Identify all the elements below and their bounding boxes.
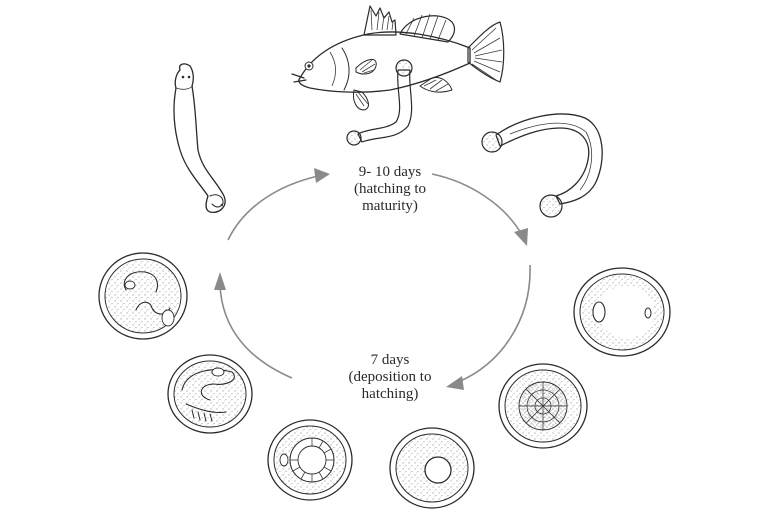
egg-segmented-embryo (267, 419, 353, 501)
egg-larva-developing (167, 354, 253, 434)
egg-larva-coiled (98, 252, 188, 340)
arrow-host-to-eggs (431, 173, 528, 246)
arrow-embryo-to-larva (214, 272, 293, 379)
label-top-line3: maturity) (362, 198, 418, 214)
label-bottom-line2: (deposition to (348, 369, 432, 385)
arrow-larva-to-host (227, 168, 330, 241)
arrow-eggs-to-embryo (446, 264, 531, 390)
label-bottom-line3: hatching) (361, 386, 419, 402)
label-top-line2: (hatching to (353, 181, 427, 197)
adult-worm-curved (481, 113, 603, 218)
egg-two-cell (573, 267, 671, 357)
label-bottom-line1: 7 days (370, 352, 410, 368)
egg-morula (498, 363, 588, 449)
label-deposition-to-hatching: 7 days (deposition to hatching) (322, 352, 458, 403)
label-hatching-to-maturity: 9- 10 days (hatching to maturity) (322, 164, 458, 215)
cycle-arrows (214, 168, 531, 390)
egg-single-nucleus (389, 427, 475, 509)
host-fish (291, 5, 505, 146)
label-top-line1: 9- 10 days (358, 164, 422, 180)
hatched-larva (173, 63, 226, 213)
